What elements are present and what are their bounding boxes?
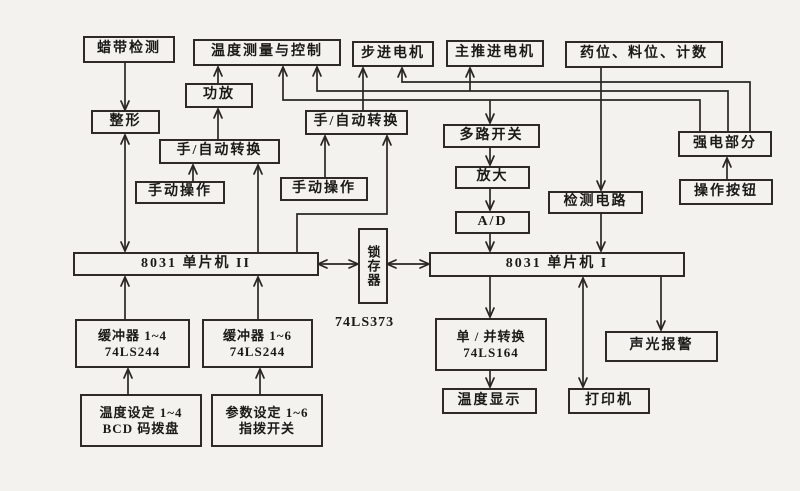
box-label: 手动操作 [148, 184, 212, 200]
box-label-line2: 指拨开关 [238, 420, 295, 436]
box-label-line1: 温度设定 1~4 [99, 404, 183, 420]
box-label: 打印机 [585, 392, 633, 408]
latch-part-number-label: 74LS373 [335, 315, 395, 330]
box-latch-74ls373: 锁存器 [358, 228, 388, 304]
box-power-amplifier: 功放 [185, 83, 253, 108]
box-label: 步进电机 [361, 45, 425, 61]
box-parameter-setting: 参数设定 1~6 指拨开关 [211, 394, 323, 447]
box-operation-buttons: 操作按钮 [679, 179, 773, 205]
box-temperature-measure-control: 温度测量与控制 [193, 39, 341, 66]
box-label: 蜡带检测 [97, 41, 161, 57]
box-label: 温度测量与控制 [211, 44, 323, 60]
box-label: 温度显示 [457, 392, 522, 408]
box-buffer-1-6: 缓冲器 1~6 74LS244 [202, 319, 313, 368]
box-printer: 打印机 [568, 388, 650, 414]
box-serial-parallel-converter: 单 / 并转换 74LS164 [435, 318, 547, 371]
box-mcu-8031-i: 8031 单片机 I [429, 252, 685, 277]
box-temperature-setting: 温度设定 1~4 BCD 码拨盘 [80, 394, 202, 447]
box-label: 主推进电机 [455, 45, 535, 61]
box-label: 多路开关 [459, 127, 524, 143]
box-label: 手动操作 [292, 180, 356, 196]
box-label: 强电部分 [693, 135, 757, 151]
box-label: 锁存器 [365, 245, 381, 287]
box-label-line2: BCD 码拨盘 [102, 420, 180, 436]
box-label-line2: 74LS244 [229, 343, 286, 359]
box-label: 药位、料位、计数 [580, 46, 708, 62]
box-level-and-count: 药位、料位、计数 [565, 41, 723, 68]
box-label: 操作按钮 [694, 183, 758, 199]
box-label-line1: 缓冲器 1~6 [222, 327, 292, 343]
box-label-line1: 单 / 并转换 [456, 328, 526, 344]
box-label-line1: 缓冲器 1~4 [97, 327, 167, 343]
box-label: 声光报警 [629, 338, 694, 354]
box-label-line1: 参数设定 1~6 [225, 404, 309, 420]
box-label: 整形 [109, 113, 142, 129]
box-manual-auto-switch-left: 手/自动转换 [159, 139, 280, 164]
box-manual-operation-left: 手动操作 [135, 181, 225, 204]
box-label-line2: 74LS244 [104, 343, 161, 359]
box-stepper-motor: 步进电机 [352, 41, 434, 67]
box-detection-circuit: 检测电路 [548, 191, 643, 214]
box-main-drive-motor: 主推进电机 [446, 40, 544, 67]
box-label: 8031 单片机 II [141, 255, 251, 271]
box-label-line2: 74LS164 [463, 344, 519, 360]
box-label: 功放 [203, 87, 235, 103]
box-label: A/D [477, 214, 508, 230]
box-amplify: 放大 [455, 166, 530, 189]
box-buffer-1-4: 缓冲器 1~4 74LS244 [75, 319, 190, 368]
box-label: 手/自动转换 [313, 114, 400, 130]
box-mcu-8031-ii: 8031 单片机 II [73, 252, 319, 276]
box-shaping: 整形 [91, 110, 160, 134]
box-multiplexer-switch: 多路开关 [443, 124, 540, 148]
box-manual-auto-switch-middle: 手/自动转换 [305, 110, 408, 135]
box-label: 放大 [476, 169, 509, 185]
box-label: 检测电路 [563, 194, 628, 210]
box-high-voltage-section: 强电部分 [678, 131, 772, 157]
box-temperature-display: 温度显示 [442, 388, 537, 414]
box-wax-tape-detection: 蜡带检测 [83, 36, 175, 63]
box-manual-operation-middle: 手动操作 [280, 177, 368, 201]
box-label: 手/自动转换 [176, 143, 263, 159]
box-label: 8031 单片机 I [505, 256, 609, 272]
box-sound-light-alarm: 声光报警 [605, 331, 718, 362]
box-ad-converter: A/D [455, 211, 530, 234]
